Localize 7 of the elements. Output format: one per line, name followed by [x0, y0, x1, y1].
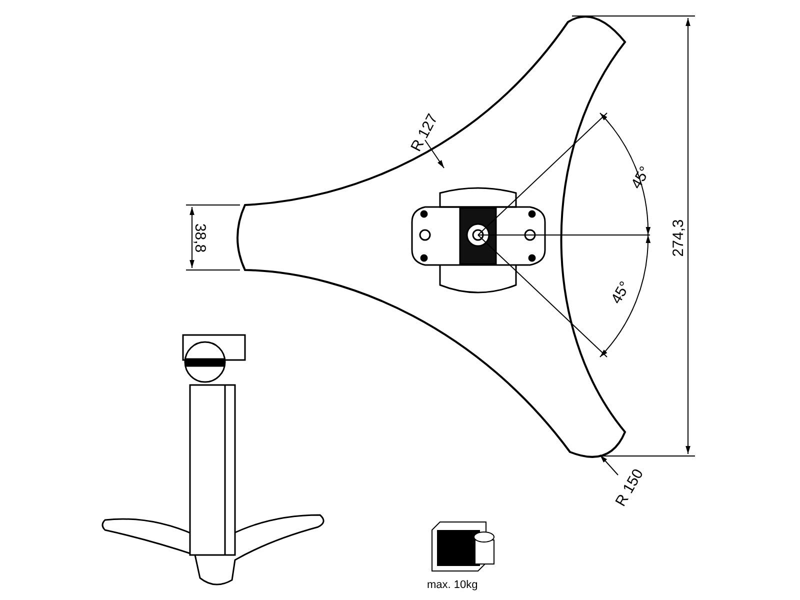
- radius-dimension-label: R 150: [613, 466, 647, 510]
- angle-dimension-label: 45°: [608, 279, 634, 307]
- dimension-label: 38,8: [192, 223, 208, 253]
- load-capacity-label: max. 10kg: [427, 578, 478, 593]
- angle-dimension-label: 45°: [628, 164, 654, 192]
- dimension-label: 274,3: [670, 219, 687, 257]
- radius-dimension-label: R 127: [408, 112, 442, 154]
